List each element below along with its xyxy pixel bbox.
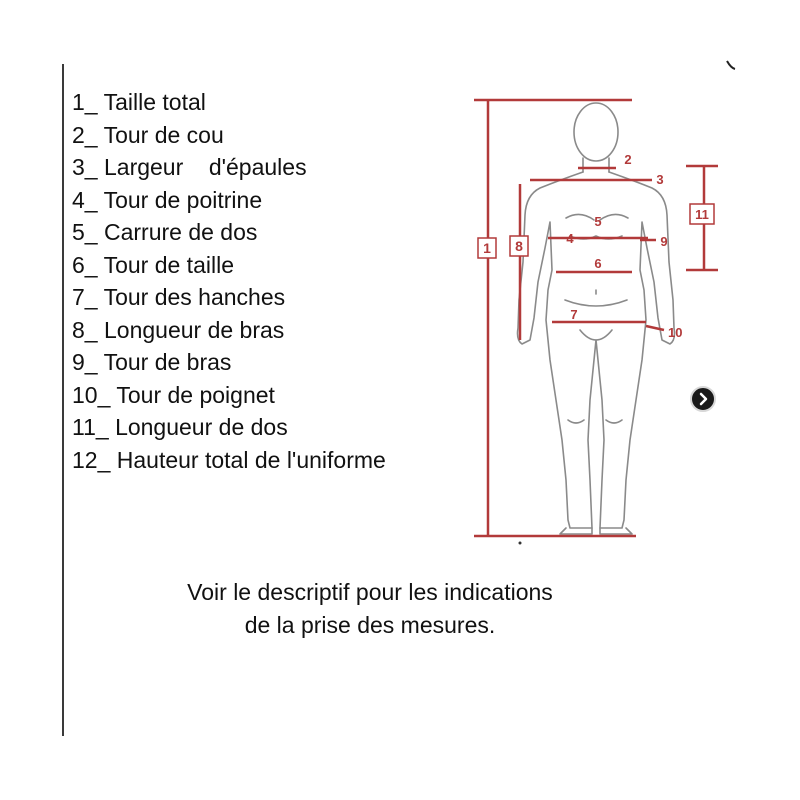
- marker-4: 4: [566, 231, 574, 246]
- neck-outline: [582, 157, 610, 173]
- legend-label: Tour de taille: [103, 251, 234, 278]
- marker-8: 8: [515, 238, 523, 254]
- legend-item-12: 12_ Hauteur total de l'uniforme: [72, 444, 386, 477]
- marker-11: 11: [695, 207, 709, 222]
- next-button[interactable]: [690, 386, 716, 412]
- legend-number: 4_: [72, 186, 98, 213]
- boxed-markers: [477, 203, 715, 259]
- marker-6: 6: [594, 256, 601, 271]
- legend-label: Tour de poignet: [116, 381, 275, 408]
- instructions-caption: Voir le descriptif pour les indications …: [110, 576, 630, 642]
- knee-details: [567, 419, 623, 424]
- legend-number: 6_: [72, 251, 98, 278]
- legend-label: Longueur de dos: [115, 414, 288, 440]
- legend-number: 8_: [72, 316, 98, 343]
- legend-number: 7_: [72, 284, 98, 310]
- head-outline: [573, 102, 619, 162]
- legend-label: Longueur de bras: [103, 316, 285, 343]
- marker-1: 1: [483, 240, 491, 256]
- left-border-line: [62, 64, 64, 736]
- marker-2: 2: [624, 152, 631, 167]
- legend-item-9: 9_ Tour de bras: [72, 346, 386, 379]
- legend-number: 12_: [72, 446, 111, 473]
- legend-number: 3_: [72, 154, 98, 180]
- legend-number: 11_: [72, 414, 109, 440]
- marker-5: 5: [594, 214, 601, 229]
- legend-number: 10_: [72, 381, 111, 408]
- feet-outline: [559, 527, 633, 535]
- legend-label: Taille total: [103, 89, 206, 115]
- measurement-legend: 1_ Taille total 2_ Tour de cou 3_ Largeu…: [72, 86, 386, 476]
- legend-item-3: 3_ Largeur d'épaules: [72, 151, 386, 184]
- legend-label: Tour des hanches: [103, 284, 286, 310]
- legend-number: 9_: [72, 349, 98, 375]
- legend-item-8: 8_ Longueur de bras: [72, 314, 386, 347]
- legend-item-1: 1_ Taille total: [72, 86, 386, 119]
- groin-detail: [579, 329, 613, 341]
- legend-label: Tour de bras: [103, 349, 232, 375]
- legend-label: Hauteur total de l'uniforme: [116, 446, 386, 473]
- measurement-lines: [474, 98, 718, 538]
- marker-box-8: [509, 235, 529, 257]
- marker-9: 9: [660, 234, 667, 249]
- navel-detail: [564, 289, 628, 307]
- legend-number: 1_: [72, 89, 98, 115]
- marker-labels: 1 8 11 2 3 4 5 6 7 9 10: [483, 152, 709, 340]
- caption-line-2: de la prise des mesures.: [244, 612, 496, 638]
- small-dot: [518, 541, 522, 545]
- legend-item-5: 5_ Carrure de dos: [72, 216, 386, 249]
- legend-item-6: 6_ Tour de taille: [72, 249, 386, 282]
- legend-item-11: 11_ Longueur de dos: [72, 411, 386, 444]
- marker-3: 3: [656, 172, 663, 187]
- legend-label: Tour de poitrine: [103, 186, 263, 213]
- legend-number: 5_: [72, 219, 98, 245]
- caption-line-1: Voir le descriptif pour les indications: [187, 579, 553, 605]
- legend-item-10: 10_ Tour de poignet: [72, 379, 386, 412]
- legend-label: Carrure de dos: [103, 219, 258, 245]
- marker-10: 10: [668, 325, 682, 340]
- legend-label: Tour de cou: [103, 121, 224, 148]
- legend-number: 2_: [72, 121, 98, 148]
- legend-label: Largeur d'épaules: [103, 154, 307, 180]
- marker-box-1: [477, 237, 497, 259]
- wrist-line: [645, 324, 665, 332]
- marker-7: 7: [570, 307, 577, 322]
- legend-item-4: 4_ Tour de poitrine: [72, 184, 386, 217]
- marker-box-11: [689, 203, 715, 225]
- legend-item-2: 2_ Tour de cou: [72, 119, 386, 152]
- corner-tick-icon: [726, 60, 736, 70]
- legend-item-7: 7_ Tour des hanches: [72, 281, 386, 314]
- chevron-right-icon: [699, 392, 708, 406]
